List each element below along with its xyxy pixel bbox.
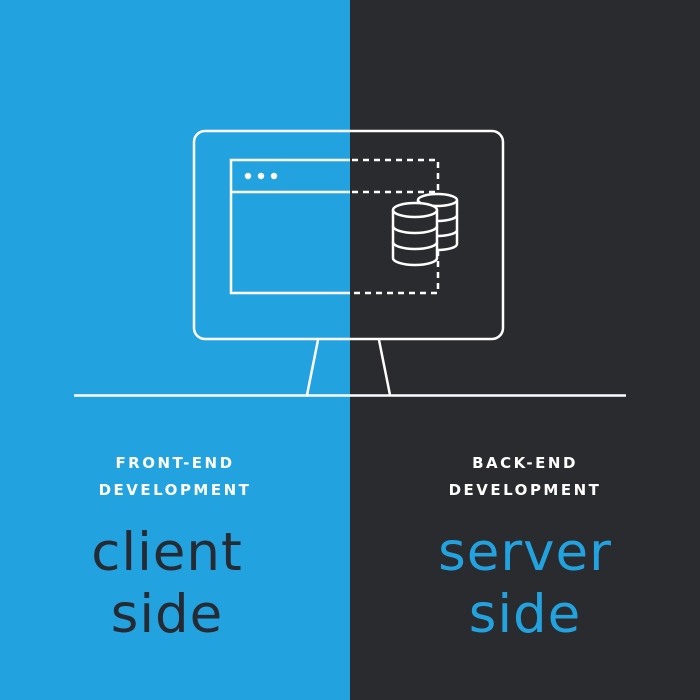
- front-end-label-line-1: FRONT-END: [115, 454, 235, 472]
- front-end-label: FRONT-END DEVELOPMENT: [0, 450, 350, 504]
- client-side-title: client side: [0, 522, 342, 646]
- server-side-title: server side: [350, 522, 700, 646]
- client-side-panel: [0, 0, 350, 700]
- front-end-label-line-2: DEVELOPMENT: [98, 481, 252, 499]
- database-icon: [391, 192, 459, 267]
- back-end-label-line-1: BACK-END: [472, 454, 578, 472]
- back-end-label: BACK-END DEVELOPMENT: [350, 450, 700, 504]
- window-dots-icon: [244, 172, 278, 180]
- server-side-title-line-1: server: [438, 522, 612, 583]
- client-side-title-line-2: side: [110, 584, 224, 645]
- server-side-title-line-2: side: [468, 584, 582, 645]
- monitor-icon: [192, 129, 505, 396]
- back-end-label-line-2: DEVELOPMENT: [448, 481, 602, 499]
- browser-window-icon: [229, 158, 440, 295]
- client-side-title-line-1: client: [91, 522, 243, 583]
- server-side-panel: [350, 0, 700, 700]
